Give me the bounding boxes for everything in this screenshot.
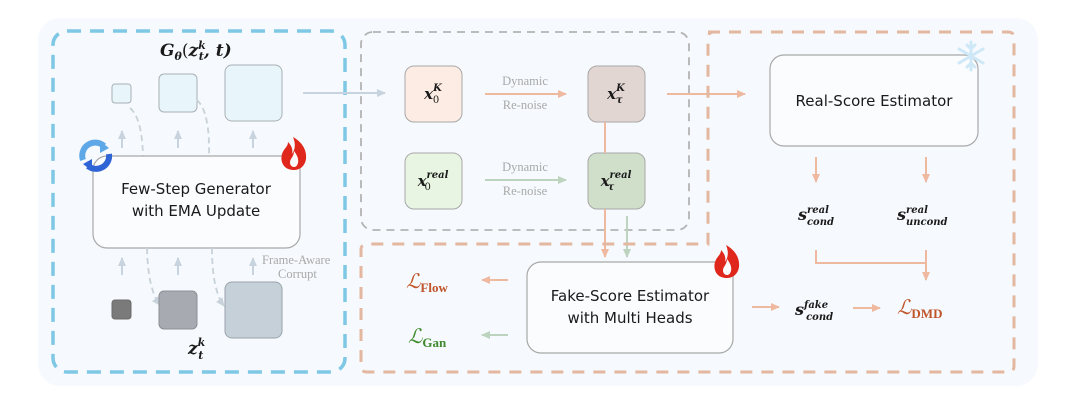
renoise-label-line2: Re-noise — [503, 184, 548, 198]
input-latent-medium — [158, 290, 198, 330]
dashed-feedback-curve — [129, 107, 144, 157]
output-latent-large — [224, 64, 283, 122]
svg-text:Gθ(zkt, t): Gθ(zkt, t) — [160, 39, 232, 63]
few-step-generator-box — [92, 155, 301, 249]
generator-box-line1: Few-Step Generator — [121, 180, 272, 198]
frame-aware-label-line2: Corrupt — [278, 267, 317, 281]
fire-icon — [281, 137, 307, 170]
generator-box-line2: with EMA Update — [132, 202, 260, 220]
real-clean-latent-box — [404, 152, 463, 210]
renoise-label-line1: Dynamic — [502, 160, 548, 174]
dmd-loss-label: ℒDMD — [897, 295, 942, 321]
real-noisy-latent-box — [587, 152, 646, 210]
fake-score-box-line1: Fake-Score Estimator — [551, 287, 710, 305]
gan-loss-label: ℒGan — [408, 324, 447, 350]
real-score-estimator-box — [769, 54, 979, 147]
fake-noisy-latent-box — [587, 65, 646, 123]
output-latent-small — [111, 83, 132, 104]
refresh-cycle-icon — [79, 139, 113, 172]
score-frame — [359, 30, 1016, 374]
dashed-feedback-curve — [211, 247, 225, 307]
real-score-estimator-label: Real-Score Estimator — [796, 92, 954, 110]
fake-clean-latent-box — [404, 65, 463, 123]
fire-icon — [714, 245, 740, 278]
dashed-feedback-curve — [196, 99, 210, 157]
renoise-frame — [360, 31, 690, 231]
renoise-label-line1: Dynamic — [502, 74, 548, 88]
generator-frame — [51, 29, 347, 374]
fake-score-box-line2: with Multi Heads — [567, 309, 692, 327]
output-latent-medium — [158, 73, 198, 113]
frame-aware-label-line1: Frame-Aware — [262, 253, 331, 267]
score-merge-bracket — [815, 250, 927, 264]
input-latent-large — [224, 281, 283, 339]
input-latent-small — [111, 299, 132, 320]
renoise-label-line2: Re-noise — [503, 98, 548, 112]
flow-loss-label: ℒFlow — [406, 269, 448, 295]
fake-score-estimator-box — [526, 261, 734, 354]
dashed-feedback-curve — [146, 247, 161, 306]
snowflake-icon — [957, 40, 985, 72]
